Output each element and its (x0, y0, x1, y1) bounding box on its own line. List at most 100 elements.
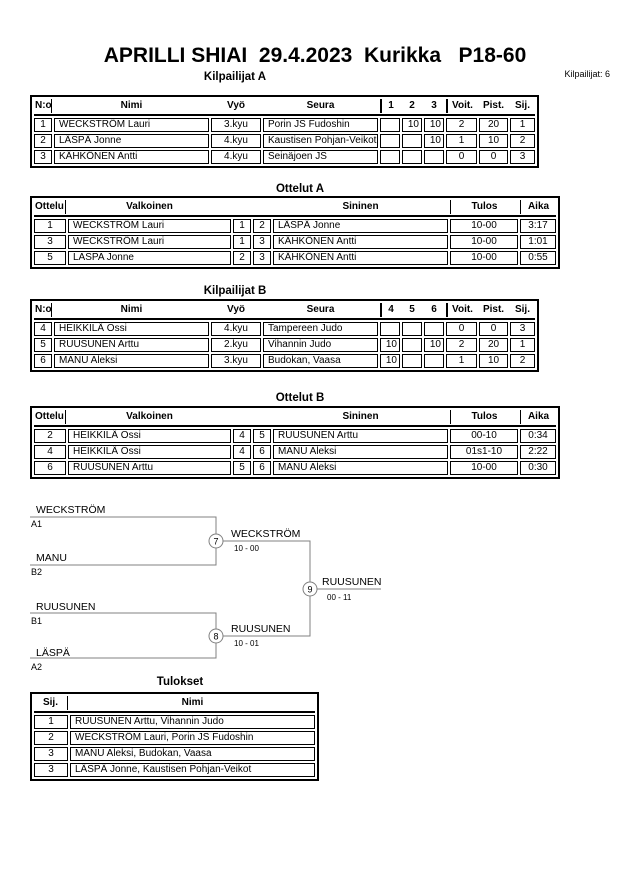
table-cell (402, 134, 422, 148)
column-header: Tulos (450, 410, 518, 424)
table-cell: 2 (510, 134, 535, 148)
table-cell: 6 (253, 461, 271, 475)
table-cell: 4.kyu (211, 134, 261, 148)
table-cell: 2 (253, 219, 271, 233)
column-header: Sij. (514, 304, 530, 315)
table-cell: 2 (34, 731, 68, 745)
table-cell: 2 (34, 134, 52, 148)
table-cell: 1 (233, 219, 251, 233)
table-cell: LASPA Jonne (68, 251, 231, 265)
column-header: 1 (380, 99, 400, 113)
column-header: 6 (431, 304, 437, 315)
table-cell: 3 (34, 763, 68, 777)
table-cell: 3 (253, 251, 271, 265)
table-cell: 4 (34, 322, 52, 336)
column-header: 4 (380, 303, 400, 317)
table-cell: 2.kyu (211, 338, 261, 352)
table-cell: KÄHKÖNEN Antti (54, 150, 209, 164)
bracket-competitor: MANU (36, 552, 67, 564)
column-header: Seura (306, 304, 335, 315)
table-cell: 5 (34, 338, 52, 352)
table-cell: 0 (479, 150, 508, 164)
pool-b-table: N:o Nimi Vyö Seura 4 5 6 Voit. Pist. Sij… (30, 299, 539, 372)
table-cell: 10 (380, 354, 400, 368)
table-cell: 4.kyu (211, 322, 261, 336)
matches-b-header-row: Ottelu Valkoinen Sininen Tulos Aika (34, 410, 556, 427)
table-cell: 0 (479, 322, 508, 336)
table-cell: 6 (253, 445, 271, 459)
column-header: Sininen (342, 201, 379, 212)
table-cell (402, 322, 422, 336)
table-cell: LÄSPÄ Jonne (273, 219, 448, 233)
bracket-seed: B2 (31, 567, 42, 577)
table-cell: 2 (233, 251, 251, 265)
column-header: Aika (520, 410, 556, 424)
table-cell: 1 (34, 118, 52, 132)
bracket-labels: WECKSTRÖM A1 MANU B2 RUUSUNEN B1 LÄSPÄ A… (31, 504, 382, 672)
table-cell: 1 (446, 354, 477, 368)
table-cell: 2 (446, 118, 477, 132)
table-cell (380, 134, 400, 148)
column-header: 5 (409, 304, 415, 315)
bracket-seed: A2 (31, 662, 42, 672)
bracket-score-semifinal-1: 10 - 00 (234, 544, 259, 553)
column-header: Vyö (227, 100, 245, 111)
table-cell: 0:30 (520, 461, 556, 475)
table-cell: RUUSUNEN Arttu (54, 338, 209, 352)
column-header: Aika (520, 200, 556, 214)
table-cell: 1 (233, 235, 251, 249)
pool-a-heading: Kilpailijat A (203, 71, 267, 83)
results-header-row: Sij. Nimi (34, 696, 315, 713)
table-cell (380, 150, 400, 164)
table-cell: MANU Aleksi (273, 461, 448, 475)
table-cell: 1 (34, 715, 68, 729)
table-cell: 3 (253, 235, 271, 249)
table-cell: 01s1-10 (450, 445, 518, 459)
table-cell: 10-00 (450, 461, 518, 475)
bracket-seed: A1 (31, 519, 42, 529)
table-cell: WECKSTRÖM Lauri (68, 219, 231, 233)
match-number-columns-spacer (233, 200, 271, 214)
pool-b-header-row: N:o Nimi Vyö Seura 4 5 6 Voit. Pist. Sij… (34, 303, 535, 320)
table-cell: Tampereen Judo (263, 322, 378, 336)
bracket-winner-semifinal-1: WECKSTRÖM (231, 528, 300, 540)
table-cell: 4 (233, 445, 251, 459)
table-cell: RUUSUNEN Arttu (68, 461, 231, 475)
table-cell: 6 (34, 461, 66, 475)
table-cell: 2 (446, 338, 477, 352)
bracket-match-circles: 7 8 9 (208, 533, 318, 644)
table-cell: 10 (424, 118, 444, 132)
table-cell: WECKSTRÖM Lauri (54, 118, 209, 132)
table-cell: 0 (446, 150, 477, 164)
match-7-circle (208, 533, 224, 549)
table-cell: 10 (402, 118, 422, 132)
table-cell: KÄHKÖNEN Antti (273, 235, 448, 249)
column-header: Seura (306, 100, 335, 111)
match-8-number: 8 (213, 632, 218, 642)
table-cell: WECKSTRÖM Lauri, Porin JS Fudoshin (70, 731, 315, 745)
column-header: Nimi (181, 697, 204, 708)
table-cell: 10-00 (450, 251, 518, 265)
table-cell: 2 (34, 429, 66, 443)
pool-b-heading: Kilpailijat B (203, 285, 267, 297)
table-cell: HEIKKILÄ Ossi (54, 322, 209, 336)
table-cell: LÄSPÄ Jonne (54, 134, 209, 148)
column-header: Sininen (342, 411, 379, 422)
table-cell: 5 (34, 251, 66, 265)
match-7-number: 7 (213, 537, 218, 547)
table-cell: 0:34 (520, 429, 556, 443)
